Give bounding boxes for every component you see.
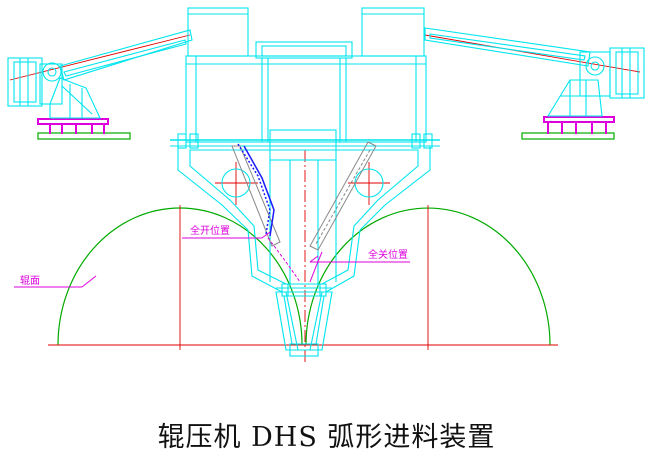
right-top-box [361, 7, 425, 57]
left-base-plate [37, 132, 131, 140]
label-roll-surface: 辊面 [20, 274, 40, 287]
arc-gate [237, 143, 275, 237]
roll-arcs [57, 207, 551, 346]
right-actuator [424, 27, 645, 117]
center-lines [9, 34, 641, 362]
bolts [177, 133, 433, 297]
left-pivot [221, 168, 251, 198]
dhs-feed-device-drawing: 全开位置 全关位置 辊面 [7, 7, 645, 362]
label-full-open: 全开位置 [190, 224, 230, 237]
label-full-close: 全关位置 [368, 248, 408, 261]
base-plates [37, 132, 615, 140]
lower-housing [177, 145, 431, 293]
frame-structure [7, 7, 645, 357]
left-actuator [7, 29, 193, 119]
figure-caption: 辊压机 DHS 弧形进料装置 [157, 422, 496, 453]
upper-housing [185, 55, 427, 143]
left-top-box [187, 7, 249, 57]
support-brackets [37, 116, 615, 134]
center-chute-top [255, 41, 353, 59]
bottom-nozzle [275, 291, 333, 351]
gate-plates [231, 141, 377, 251]
position-indicators [14, 231, 410, 288]
right-base-plate [521, 132, 615, 140]
